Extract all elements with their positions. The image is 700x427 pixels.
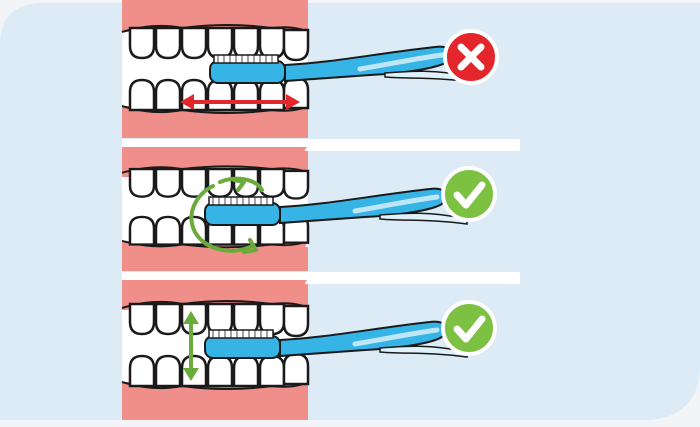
cross-icon: [445, 31, 497, 83]
check-icon: [443, 168, 495, 220]
panel-circular-brushing: [122, 147, 495, 271]
vertical-double-arrow: [183, 311, 199, 381]
panel-horizontal-brushing: [122, 0, 497, 138]
circular-arrows: [189, 176, 264, 254]
horizontal-double-arrow: [180, 94, 300, 110]
panel-vertical-brushing: [122, 280, 495, 420]
check-icon: [443, 302, 495, 354]
